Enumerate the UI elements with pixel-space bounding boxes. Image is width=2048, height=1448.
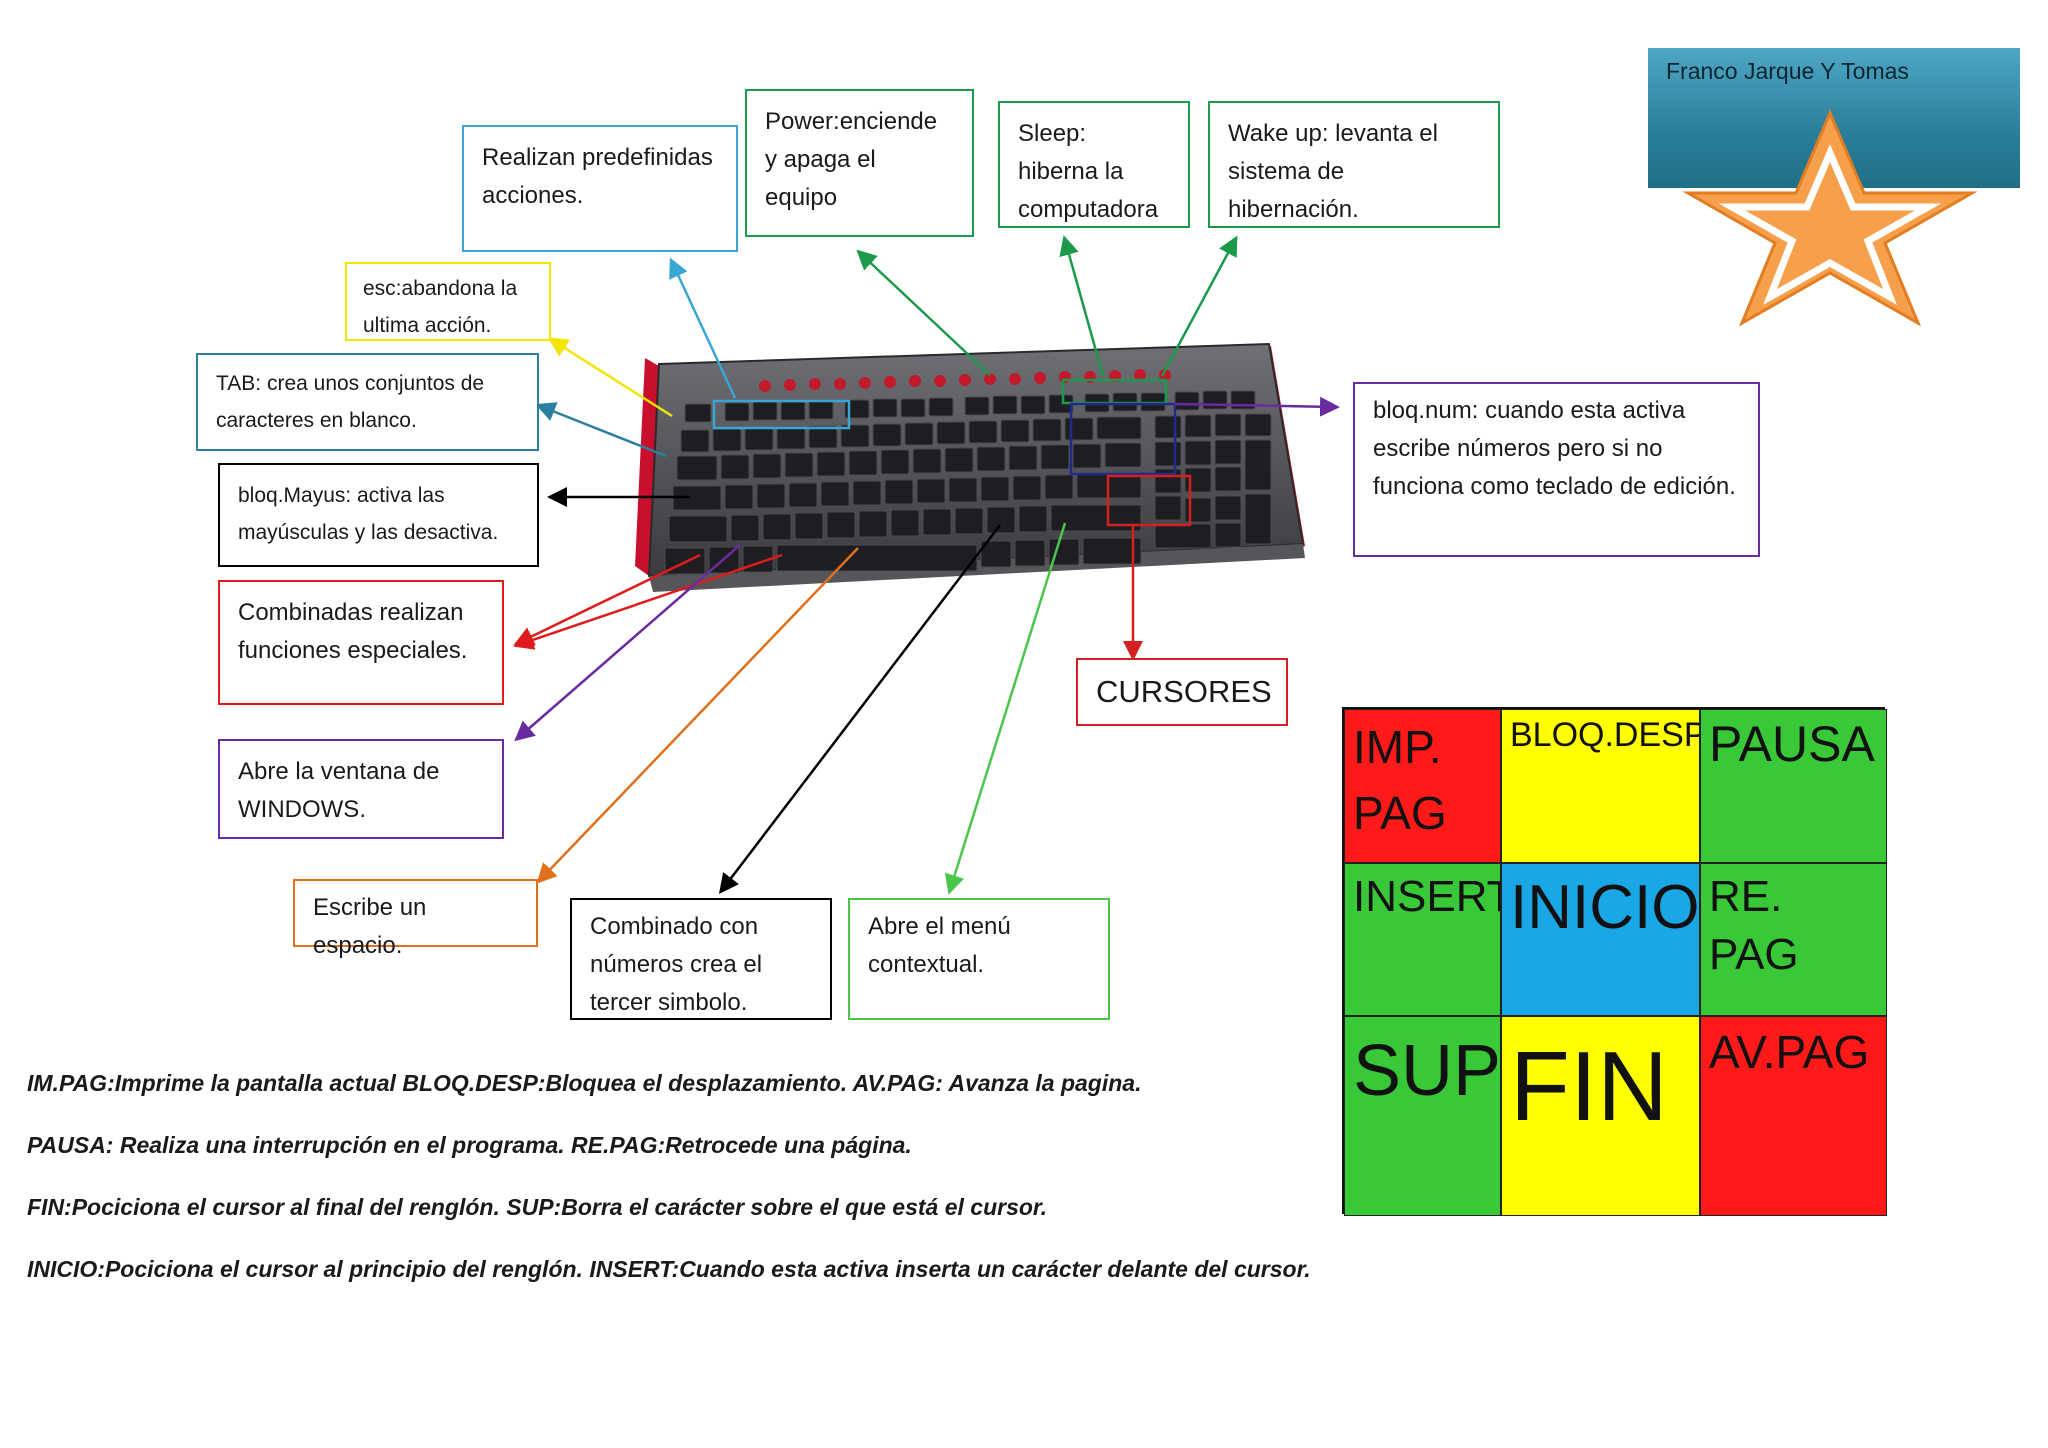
key-pausa: PAUSA bbox=[1700, 709, 1887, 863]
note-line-3: FIN:Pociciona el cursor al final del ren… bbox=[27, 1194, 1048, 1220]
callout-combinadas: Combinadas realizan funciones especiales… bbox=[218, 580, 504, 705]
key-re-pag: RE. PAG bbox=[1700, 863, 1887, 1016]
note-line-1: IM.PAG:Imprime la pantalla actual BLOQ.D… bbox=[27, 1070, 1142, 1096]
edit-keys-grid: IMP. PAG BLOQ.DESP PAUSA INSERT INICIO R… bbox=[1342, 707, 1887, 1216]
author-name: Franco Jarque Y Tomas bbox=[1666, 58, 1909, 84]
key-fin: FIN bbox=[1501, 1016, 1700, 1216]
note-line-2: PAUSA: Realiza una interrupción en el pr… bbox=[27, 1132, 912, 1158]
callout-altgr: Combinado con números crea el tercer sim… bbox=[570, 898, 832, 1020]
callout-espacio: Escribe un espacio. bbox=[293, 879, 538, 959]
key-inicio: INICIO bbox=[1501, 863, 1700, 1016]
callout-wakeup: Wake up: levanta el sistema de hibernaci… bbox=[1208, 101, 1500, 228]
callout-predefinidas: Realizan predefinidas acciones. bbox=[462, 125, 738, 252]
callout-menu: Abre el menú contextual. bbox=[848, 898, 1110, 1020]
callout-esc: esc:abandona la ultima acción. bbox=[345, 262, 551, 341]
key-bloq-desp: BLOQ.DESP bbox=[1501, 709, 1700, 863]
callout-sleep: Sleep: hiberna la computadora bbox=[998, 101, 1190, 228]
key-imp-pag: IMP. PAG bbox=[1344, 709, 1501, 863]
callout-power: Power:enciende y apaga el equipo bbox=[745, 89, 974, 237]
callout-windows: Abre la ventana de WINDOWS. bbox=[218, 739, 504, 839]
key-sup: SUP bbox=[1344, 1016, 1501, 1216]
callout-tab: TAB: crea unos conjuntos de caracteres e… bbox=[196, 353, 539, 451]
note-line-4: INICIO:Pociciona el cursor al principio … bbox=[27, 1256, 1311, 1282]
callout-cursores: CURSORES bbox=[1076, 658, 1288, 726]
callout-mayus: bloq.Mayus: activa las mayúsculas y las … bbox=[218, 463, 539, 567]
key-av-pag: AV.PAG bbox=[1700, 1016, 1887, 1216]
callout-numlock: bloq.num: cuando esta activa escribe núm… bbox=[1353, 382, 1760, 557]
key-insert: INSERT bbox=[1344, 863, 1501, 1016]
star-icon bbox=[1682, 109, 1978, 327]
